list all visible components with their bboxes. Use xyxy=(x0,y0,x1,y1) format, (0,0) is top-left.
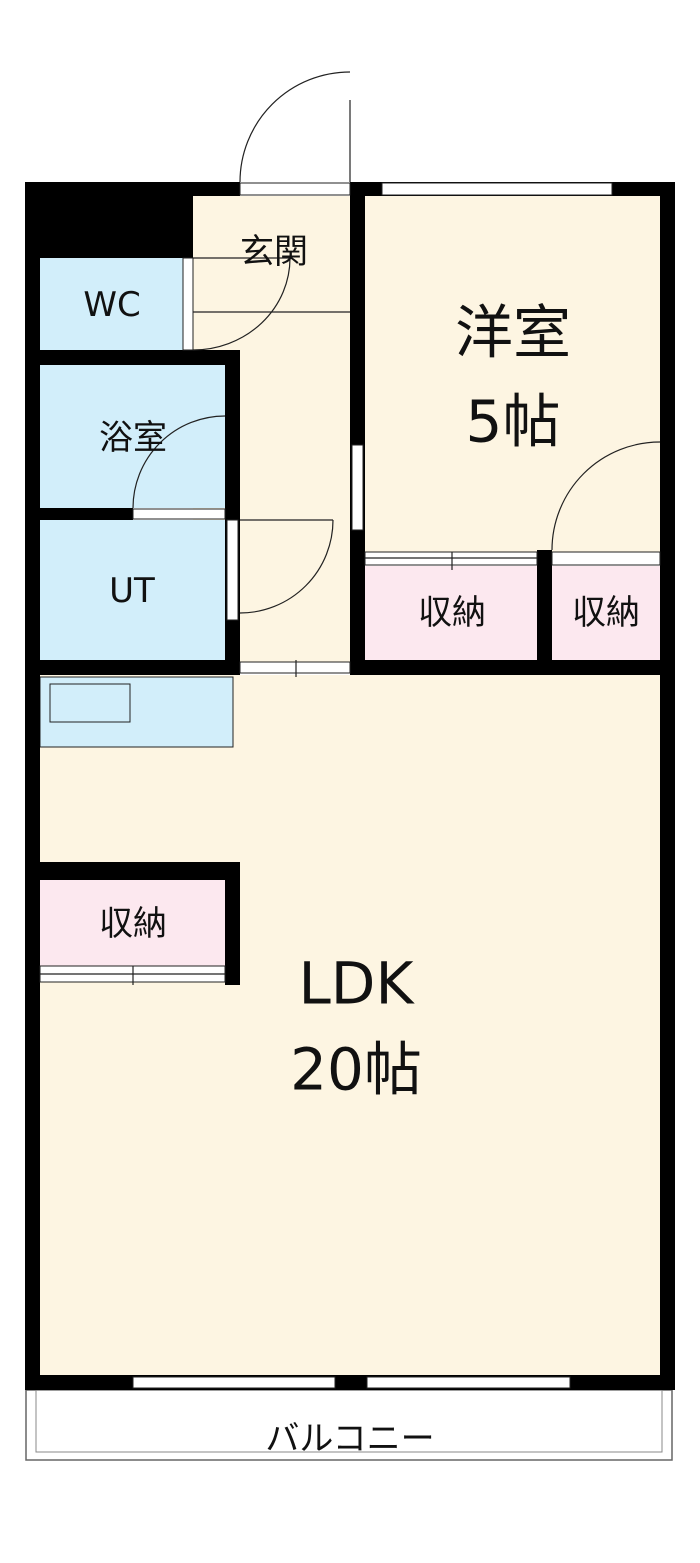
room-label-wc: WC xyxy=(83,285,141,326)
door-swings xyxy=(40,71,661,985)
room-label-storage-1: 収納 xyxy=(418,593,486,634)
kitchen-sink xyxy=(49,683,131,723)
storage-floor-3 xyxy=(40,880,225,966)
room-size-ldk: 20帖 xyxy=(290,1035,422,1104)
room-label-western-room: 洋室 xyxy=(454,298,572,367)
room-label-ut: UT xyxy=(109,571,155,612)
storage-floor-2 xyxy=(552,566,660,660)
room-size-western-room: 5帖 xyxy=(465,387,561,456)
room-label-storage-3: 収納 xyxy=(99,904,167,945)
storage-floor-1 xyxy=(365,566,537,660)
room-label-balcony: バルコニー xyxy=(265,1419,435,1460)
room-label-ldk: LDK xyxy=(298,949,414,1018)
balcony-outline xyxy=(25,1389,673,1461)
western-room-floor xyxy=(365,196,660,552)
ut-floor xyxy=(40,520,225,660)
room-label-storage-2: 収納 xyxy=(572,593,640,634)
room-label-entrance: 玄関 xyxy=(240,232,308,273)
ldk-floor xyxy=(40,675,660,1375)
wc-floor xyxy=(40,258,183,350)
bath-floor xyxy=(40,365,225,508)
room-label-bath: 浴室 xyxy=(99,418,167,459)
